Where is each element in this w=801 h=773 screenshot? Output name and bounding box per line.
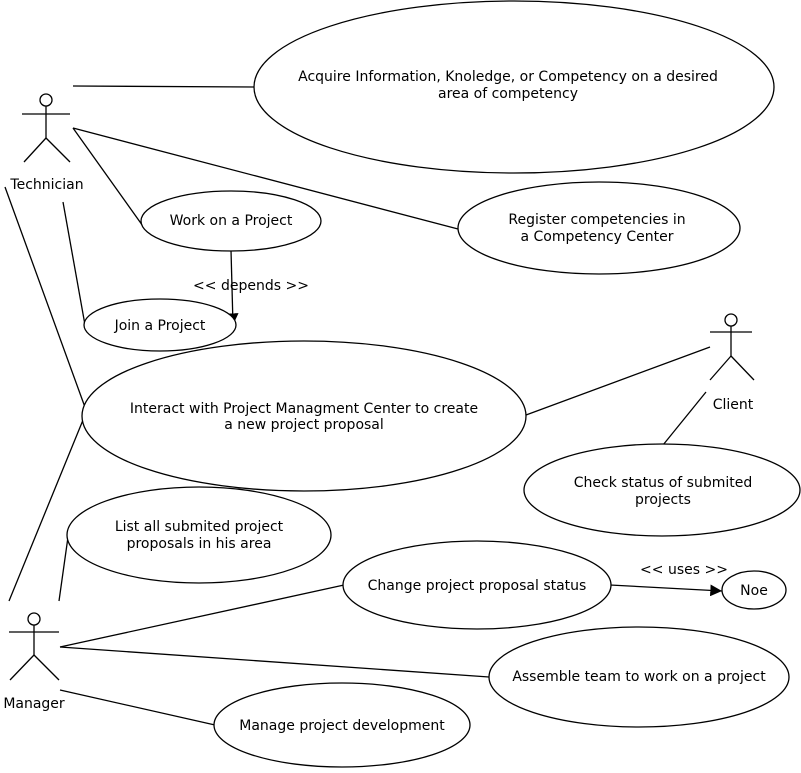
edge-technician-acquire [72,85,255,88]
usecase-acquire-label-2: area of competency [438,86,578,102]
usecase-acquire-label-1: Acquire Information, Knoledge, or Compet… [298,69,718,85]
usecase-check-status-label-2: projects [635,492,691,508]
use-cases [66,0,801,768]
edge-technician-register [72,127,459,230]
edge-manager-assemble [59,646,490,678]
usecase-register-label-1: Register competencies in [508,212,685,228]
depends-arrow [226,249,239,326]
usecase-list-proposals[interactable] [66,486,332,584]
edge-manager-manage [59,689,216,726]
usecase-manage-label: Manage project development [239,718,445,734]
usecase-work-on-project[interactable] [140,190,322,252]
actor-client-label: Client [713,397,754,413]
associations [4,85,723,726]
usecase-noe[interactable] [721,570,787,610]
edge-client-check-status [662,391,707,446]
usecase-interact-label-1: Interact with Project Managment Center t… [130,401,478,417]
usecase-noe-label: Noe [740,583,768,599]
uses-stereotype-label: << uses >> [640,562,728,578]
usecase-list-proposals-label-2: proposals in his area [127,536,272,552]
depends-stereotype-label: << depends >> [193,278,309,294]
uses-arrow [609,584,723,597]
edge-technician-join [62,201,86,326]
actor-manager-head [27,612,41,626]
usecase-join-label: Join a Project [114,318,206,334]
actor-manager-leg-right [33,654,60,681]
actor-technician[interactable]: Technician [9,93,84,193]
usecase-list-proposals-label-1: List all submited project [115,519,284,535]
edge-client-interact [525,346,711,416]
usecase-check-status-label-1: Check status of submited [574,475,753,491]
usecase-interact-label-2: a new project proposal [224,417,384,433]
usecase-work-label: Work on a Project [170,213,293,229]
use-case-labels: Acquire Information, Knoledge, or Compet… [114,69,768,734]
actor-technician-leg-right [45,137,71,163]
usecase-register-label-2: a Competency Center [520,229,673,245]
actor-client-leg-right [730,355,755,381]
edge-manager-list-proposals [58,536,69,602]
actor-technician-label: Technician [9,177,83,193]
actor-manager[interactable]: Manager [3,612,65,712]
usecase-join-project[interactable] [83,298,237,352]
usecase-manage-development[interactable] [213,682,471,768]
usecase-register-competencies[interactable] [457,181,741,275]
usecase-assemble-label: Assemble team to work on a project [512,669,766,685]
edge-technician-work [72,127,146,230]
usecase-change-status[interactable] [342,540,612,630]
usecase-acquire[interactable] [253,0,775,174]
actor-client-leg-left [709,355,732,381]
actor-technician-head [39,93,53,107]
actor-client-head [724,313,738,327]
edge-technician-interact [4,186,87,411]
actor-manager-label: Manager [3,696,65,712]
edge-manager-interact [8,419,84,602]
actor-technician-leg-left [23,137,47,163]
usecase-change-status-label: Change project proposal status [368,578,587,594]
actor-client[interactable]: Client [709,313,755,413]
edge-manager-change-status [59,584,345,648]
usecase-assemble-team[interactable] [488,626,790,728]
usecase-interact[interactable] [81,340,527,492]
usecase-check-status[interactable] [523,443,801,537]
actor-manager-leg-left [9,654,35,681]
